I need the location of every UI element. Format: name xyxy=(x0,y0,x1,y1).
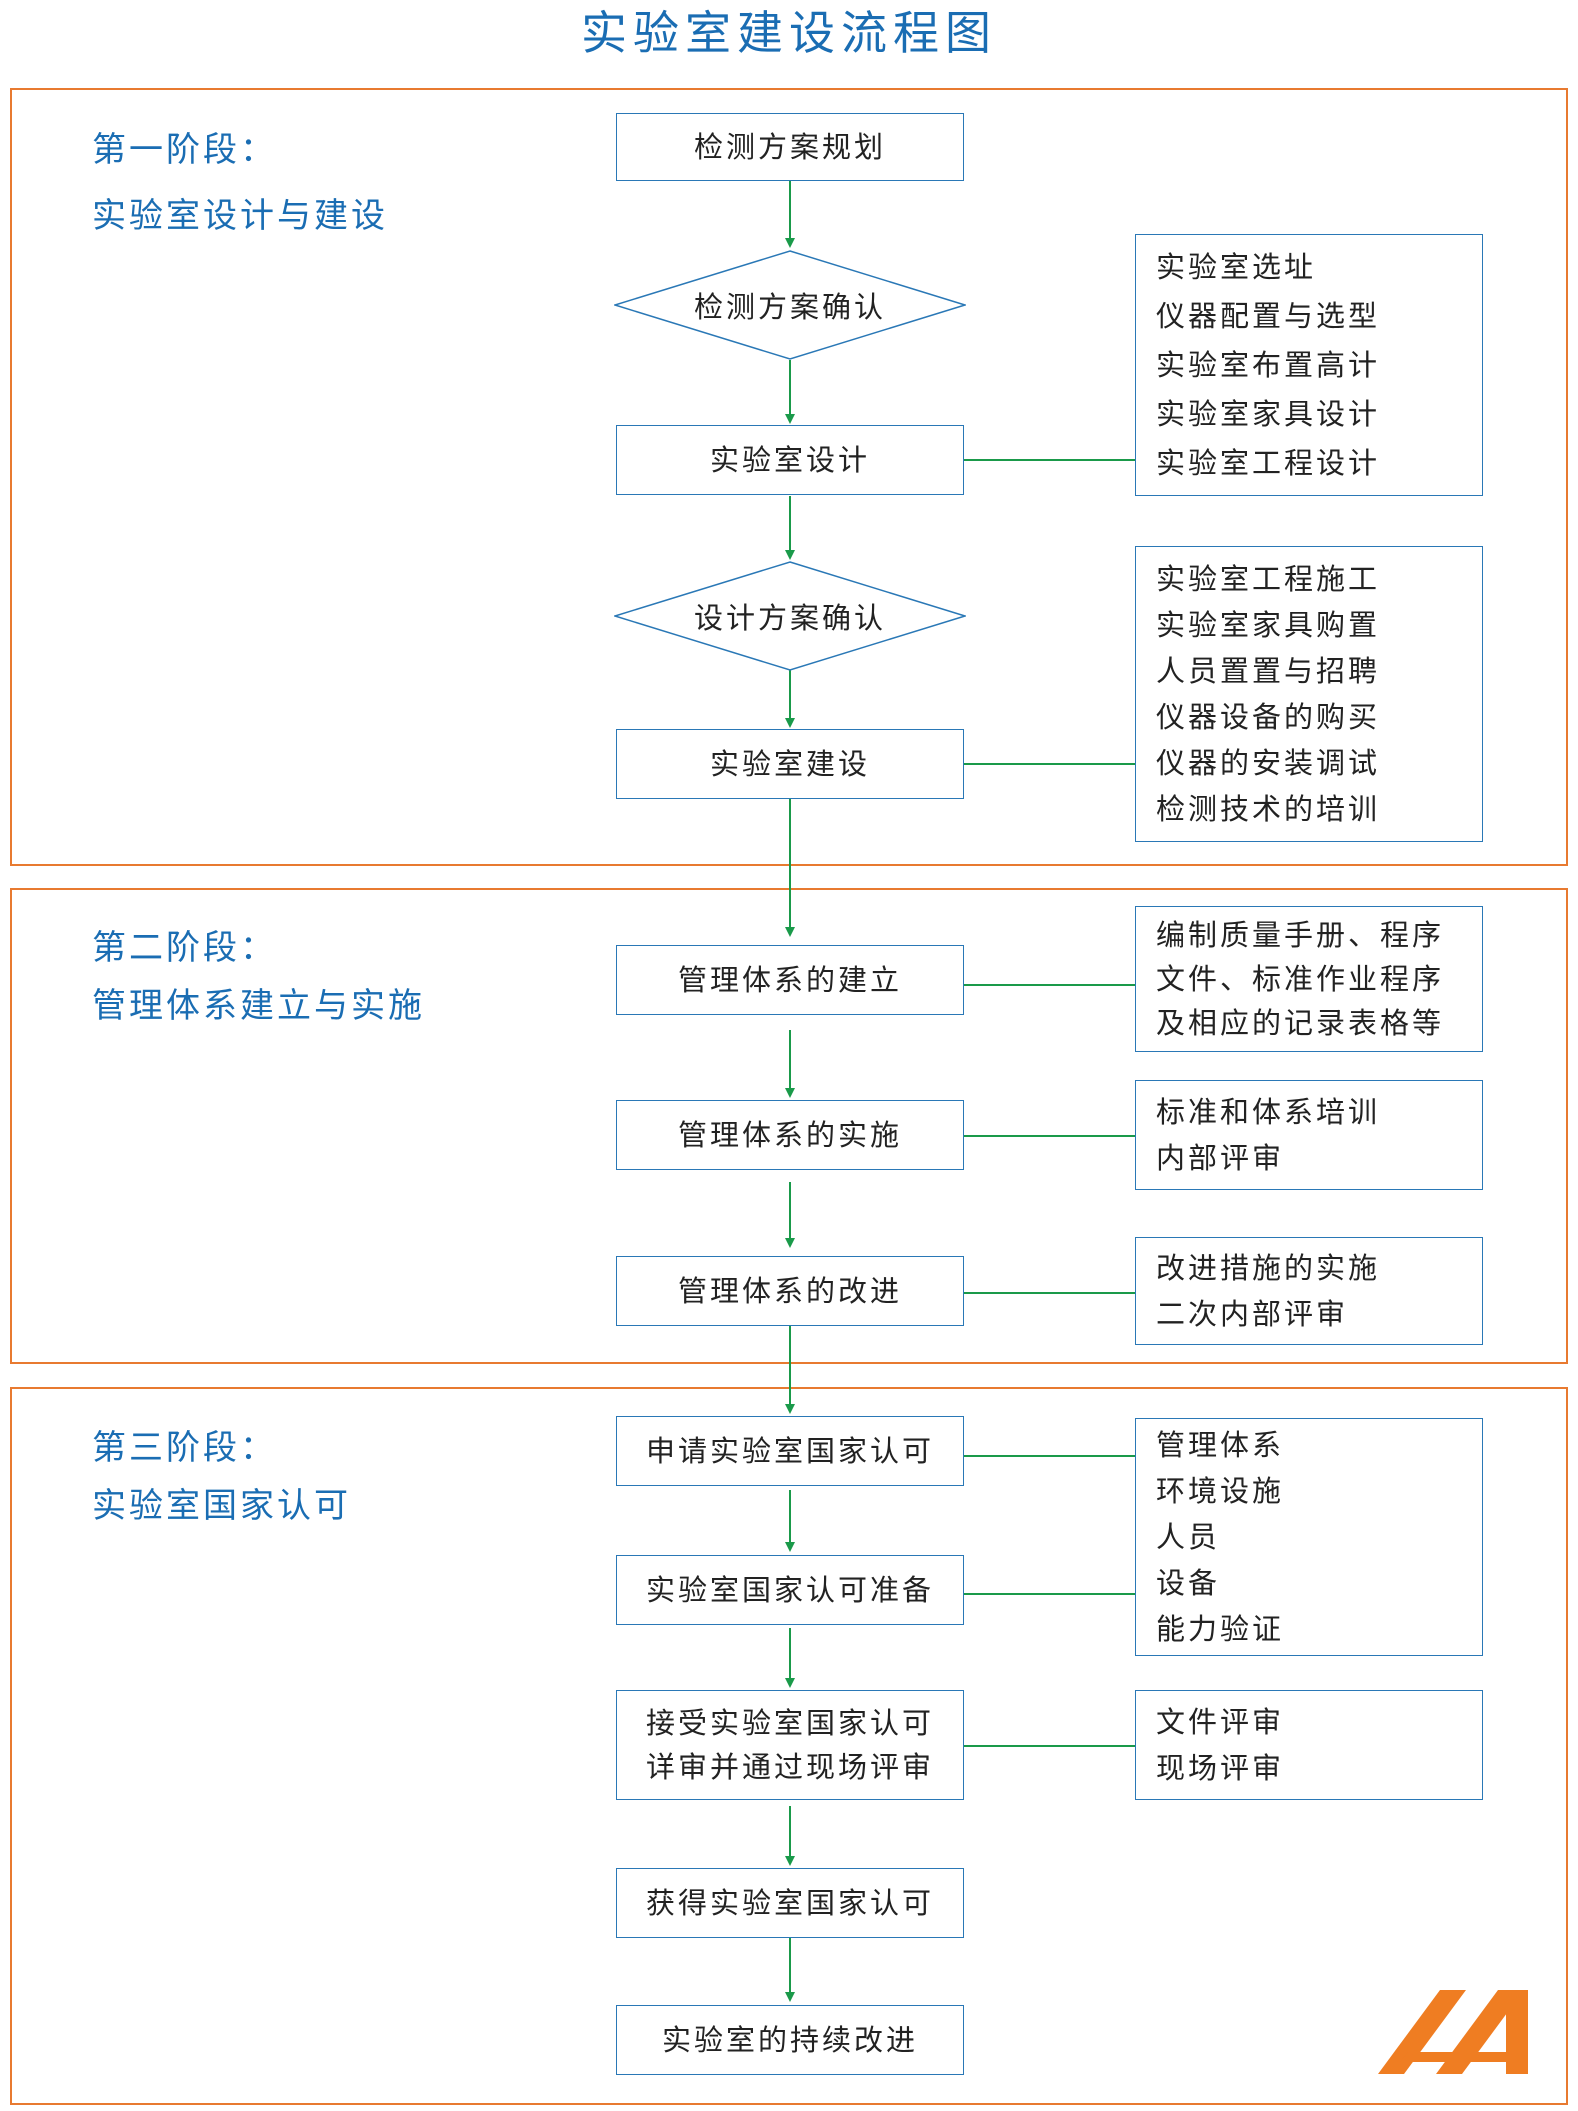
decision-design-confirm: 设计方案确认 xyxy=(614,561,966,671)
note-build-item: 检测技术的培训 xyxy=(1156,792,1381,826)
note-accreditation-item: 管理体系 xyxy=(1156,1428,1285,1462)
brand-logo-icon xyxy=(1378,1990,1528,2074)
step-plan-label: 检测方案规划 xyxy=(693,130,886,164)
step-accreditation-review-line2: 详审并通过现场评审 xyxy=(645,1750,934,1784)
step-obtain-accreditation: 获得实验室国家认可 xyxy=(616,1868,964,1938)
decision-plan-confirm-shape xyxy=(614,250,966,360)
note-establish-item: 文件、标准作业程序 xyxy=(1156,962,1445,996)
note-review-item: 文件评审 xyxy=(1156,1705,1285,1739)
note-accreditation-item: 环境设施 xyxy=(1156,1474,1285,1508)
step-plan: 检测方案规划 xyxy=(616,113,964,181)
step-continuous-improvement-label: 实验室的持续改进 xyxy=(661,2023,918,2057)
note-improve-item: 改进措施的实施 xyxy=(1156,1251,1381,1285)
note-build-item: 实验室家具购置 xyxy=(1156,608,1381,642)
page-title: 实验室建设流程图 xyxy=(581,6,997,60)
step-obtain-accreditation-label: 获得实验室国家认可 xyxy=(645,1886,934,1920)
note-accreditation-item: 人员 xyxy=(1156,1520,1221,1554)
step-accreditation-review: 接受实验室国家认可 详审并通过现场评审 xyxy=(616,1690,964,1800)
step-lab-build: 实验室建设 xyxy=(616,729,964,799)
note-establish-item: 及相应的记录表格等 xyxy=(1156,1006,1445,1040)
step-apply-accreditation-label: 申请实验室国家认可 xyxy=(645,1434,934,1468)
stage-2-label-line1: 第二阶段： xyxy=(92,928,277,968)
note-design-item: 仪器配置与选型 xyxy=(1156,298,1381,333)
note-establish-items: 编制质量手册、程序 文件、标准作业程序 及相应的记录表格等 xyxy=(1135,906,1483,1052)
step-mgmt-implement: 管理体系的实施 xyxy=(616,1100,964,1170)
step-lab-design: 实验室设计 xyxy=(616,425,964,495)
step-mgmt-implement-label: 管理体系的实施 xyxy=(677,1118,902,1152)
stage-2-label: 第二阶段： 管理体系建立与实施 xyxy=(92,926,425,1028)
step-lab-design-label: 实验室设计 xyxy=(709,443,870,477)
step-apply-accreditation: 申请实验室国家认可 xyxy=(616,1416,964,1486)
step-mgmt-improve-label: 管理体系的改进 xyxy=(677,1274,902,1308)
note-accreditation-items: 管理体系 环境设施 人员 设备 能力验证 xyxy=(1135,1418,1483,1656)
note-implement-items: 标准和体系培训 内部评审 xyxy=(1135,1080,1483,1190)
note-design-item: 实验室家具设计 xyxy=(1156,396,1381,431)
decision-design-confirm-label: 设计方案确认 xyxy=(693,601,886,635)
stage-3-label-line2: 实验室国家认可 xyxy=(92,1486,351,1526)
note-build-items: 实验室工程施工 实验室家具购置 人员置置与招聘 仪器设备的购买 仪器的安装调试 … xyxy=(1135,546,1483,842)
decision-design-confirm-shape xyxy=(614,561,966,671)
note-build-item: 仪器的安装调试 xyxy=(1156,746,1381,780)
step-mgmt-improve: 管理体系的改进 xyxy=(616,1256,964,1326)
decision-plan-confirm: 检测方案确认 xyxy=(614,250,966,360)
note-design-item: 实验室工程设计 xyxy=(1156,445,1381,480)
note-review-item: 现场评审 xyxy=(1156,1751,1285,1785)
step-continuous-improvement: 实验室的持续改进 xyxy=(616,2005,964,2075)
step-accreditation-review-line1: 接受实验室国家认可 xyxy=(645,1706,934,1740)
note-design-items: 实验室选址 仪器配置与选型 实验室布置高计 实验室家具设计 实验室工程设计 xyxy=(1135,234,1483,496)
decision-plan-confirm-label: 检测方案确认 xyxy=(693,290,886,324)
note-build-item: 仪器设备的购买 xyxy=(1156,700,1381,734)
note-build-item: 人员置置与招聘 xyxy=(1156,654,1381,688)
stage-1-label: 第一阶段： 实验室设计与建设 xyxy=(92,128,388,238)
note-implement-item: 内部评审 xyxy=(1156,1141,1285,1175)
note-design-item: 实验室布置高计 xyxy=(1156,347,1381,382)
note-improve-item: 二次内部评审 xyxy=(1156,1297,1349,1331)
stage-2-label-line2: 管理体系建立与实施 xyxy=(92,986,425,1026)
step-lab-build-label: 实验室建设 xyxy=(709,747,870,781)
note-implement-item: 标准和体系培训 xyxy=(1156,1095,1381,1129)
note-review-items: 文件评审 现场评审 xyxy=(1135,1690,1483,1800)
step-mgmt-establish: 管理体系的建立 xyxy=(616,945,964,1015)
step-mgmt-establish-label: 管理体系的建立 xyxy=(677,963,902,997)
stage-1-label-line2: 实验室设计与建设 xyxy=(92,196,388,236)
stage-1-label-line1: 第一阶段： xyxy=(92,130,277,170)
note-establish-item: 编制质量手册、程序 xyxy=(1156,918,1445,952)
note-accreditation-item: 能力验证 xyxy=(1156,1612,1285,1646)
note-build-item: 实验室工程施工 xyxy=(1156,562,1381,596)
stage-3-label-line1: 第三阶段： xyxy=(92,1428,277,1468)
stage-3-label: 第三阶段： 实验室国家认可 xyxy=(92,1426,351,1528)
step-accreditation-prepare-label: 实验室国家认可准备 xyxy=(645,1573,934,1607)
note-improve-items: 改进措施的实施 二次内部评审 xyxy=(1135,1237,1483,1345)
note-design-item: 实验室选址 xyxy=(1156,249,1317,284)
note-accreditation-item: 设备 xyxy=(1156,1566,1221,1600)
step-accreditation-prepare: 实验室国家认可准备 xyxy=(616,1555,964,1625)
